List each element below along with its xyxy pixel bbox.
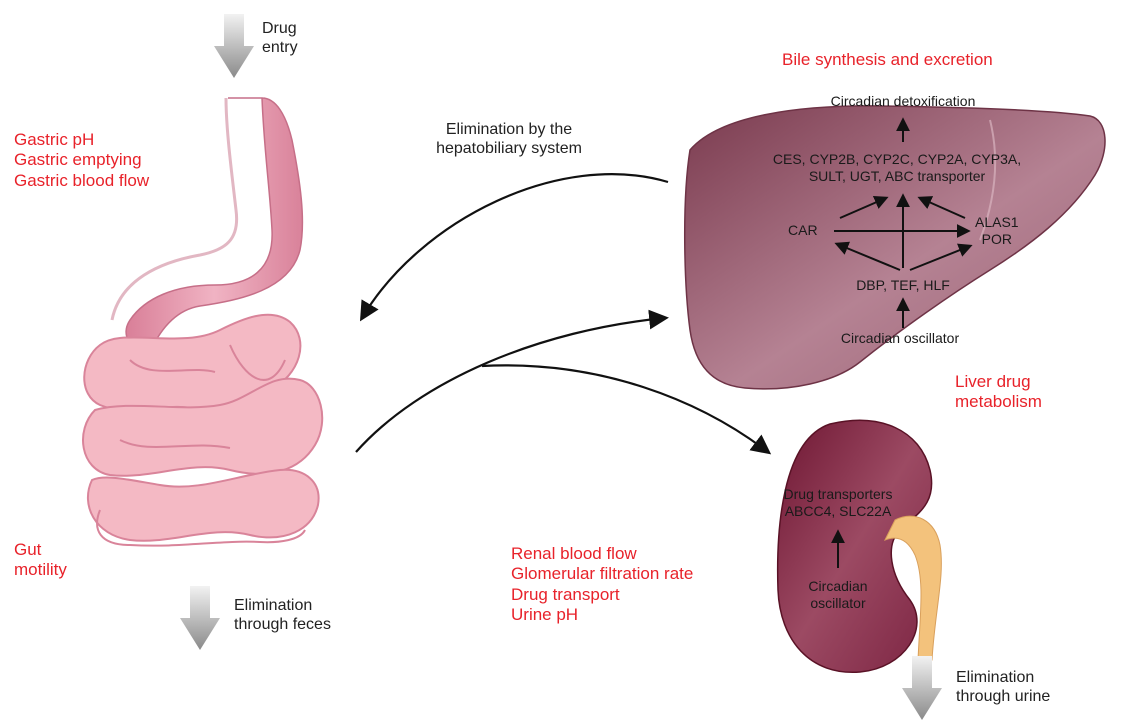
hepatobiliary-arrow — [362, 174, 668, 318]
hepatobiliary-label: Elimination by the hepatobiliary system — [436, 120, 582, 158]
intestines-shape — [83, 315, 322, 546]
kidney-transporters-label: Drug transporters ABCC4, SLC22A — [784, 486, 893, 520]
renal-factor: Glomerular filtration rate — [511, 564, 693, 584]
liver-dbp-label: DBP, TEF, HLF — [856, 277, 950, 294]
elimination-urine-label: Elimination through urine — [956, 668, 1050, 706]
drug-entry-label: Drug entry — [262, 19, 298, 57]
liver-oscillator-label: Circadian oscillator — [841, 330, 959, 347]
renal-factor: Renal blood flow — [511, 544, 693, 564]
liver-detox-label: Circadian detoxification — [831, 93, 976, 110]
liver-enzymes-label: CES, CYP2B, CYP2C, CYP2A, CYP3A, SULT, U… — [773, 151, 1021, 185]
renal-factor: Drug transport — [511, 585, 693, 605]
gastric-factor: Gastric blood flow — [14, 171, 149, 191]
elimination-feces-label: Elimination through feces — [234, 596, 331, 634]
gut-to-liver-arrow — [356, 318, 665, 452]
urine-arrow — [902, 656, 942, 720]
feces-arrow — [180, 586, 220, 650]
gastric-factor: Gastric emptying — [14, 150, 149, 170]
gastric-factor: Gastric pH — [14, 130, 149, 150]
liver-car-label: CAR — [788, 222, 818, 239]
renal-factor: Urine pH — [511, 605, 693, 625]
liver-metabolism-label: Liver drug metabolism — [955, 372, 1042, 413]
drug-entry-arrow — [214, 14, 254, 78]
renal-factors: Renal blood flow Glomerular filtration r… — [511, 544, 693, 626]
stomach-shape — [126, 98, 302, 352]
bile-label: Bile synthesis and excretion — [782, 50, 993, 70]
gastric-factors: Gastric pH Gastric emptying Gastric bloo… — [14, 130, 149, 191]
liver-alas-label: ALAS1 POR — [975, 214, 1019, 248]
kidney-shape — [778, 420, 932, 672]
gut-motility-label: Gut motility — [14, 540, 67, 581]
kidney-oscillator-label: Circadian oscillator — [808, 578, 867, 612]
